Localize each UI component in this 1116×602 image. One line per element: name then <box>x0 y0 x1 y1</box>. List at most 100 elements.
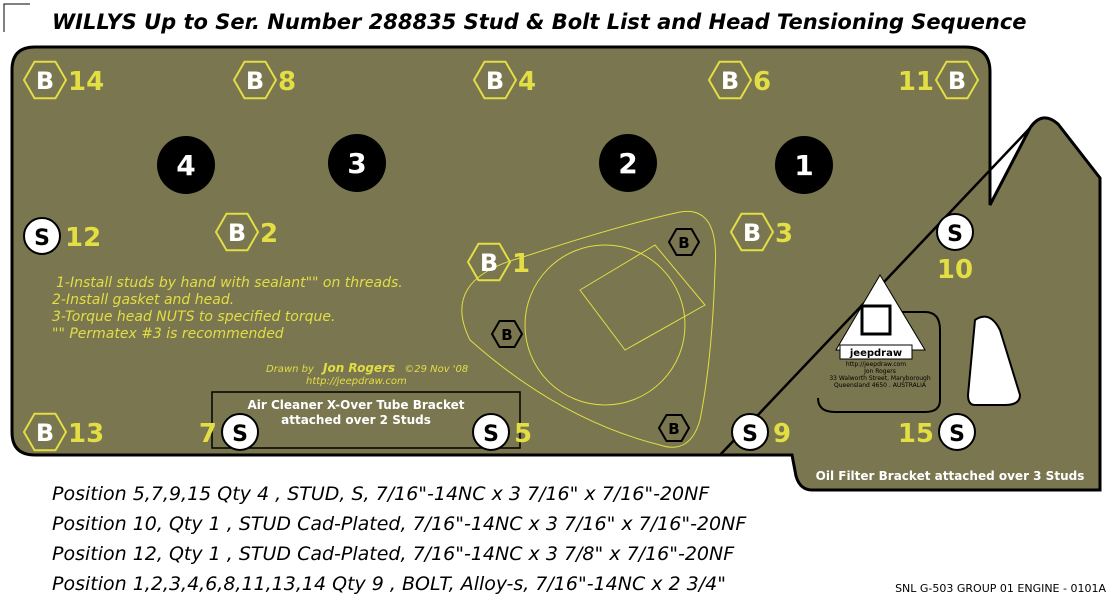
fastener-number: 9 <box>773 419 791 449</box>
credit-date: ©29 Nov '08 <box>404 364 468 375</box>
spec-line: Position 10, Qty 1 , STUD Cad-Plated, 7/… <box>52 513 747 535</box>
jeepdraw-logo: jeepdraw http://jeepdraw.com Jon Rogers … <box>829 274 931 389</box>
logo-line: Queensland 4650 . AUSTRALIA <box>834 382 927 389</box>
logo-name: jeepdraw <box>849 348 902 359</box>
fastener-number: 10 <box>937 255 973 285</box>
air-cleaner-label-1: Air Cleaner X-Over Tube Bracket <box>247 398 464 412</box>
sequence-number: 4 <box>176 149 195 182</box>
outlet-bolt: B <box>667 228 701 256</box>
sequence-number: 3 <box>347 147 366 180</box>
hex-bolt-icon <box>707 60 753 100</box>
oil-filter-bracket-label: Oil Filter Bracket attached over 3 Studs <box>816 469 1085 483</box>
water-outlet-outline <box>461 210 717 448</box>
bolt-letter: B <box>668 420 679 438</box>
stud-position-7: S7 <box>199 413 259 451</box>
instruction-2: 2-Install gasket and head. <box>52 292 234 308</box>
sequence-marker-icon <box>599 134 657 192</box>
logo-line: 33 Walworth Street, Maryborough <box>829 375 931 382</box>
stud-icon <box>472 413 510 451</box>
fastener-number: 2 <box>260 219 278 249</box>
stud-icon <box>23 217 61 255</box>
instruction-3: 3-Torque head NUTS to specified torque. <box>52 309 335 325</box>
air-cleaner-bracket-box <box>211 391 521 449</box>
hex-bolt-icon <box>466 242 512 282</box>
logo-line: http://jeepdraw.com <box>846 361 906 368</box>
hex-bolt-icon <box>729 212 775 252</box>
fastener-number: 8 <box>278 67 296 97</box>
page-title: WILLYS Up to Ser. Number 288835 Stud & B… <box>52 10 1027 34</box>
tension-sequence-1: 1 <box>775 136 833 194</box>
fastener-number: 4 <box>518 67 536 97</box>
footer-reference: SNL G-503 GROUP 01 ENGINE - 0101A <box>895 582 1106 595</box>
fastener-type: S <box>949 422 965 447</box>
fastener-number: 3 <box>775 219 793 249</box>
tension-sequence-4: 4 <box>157 136 215 194</box>
fastener-number: 13 <box>68 419 104 449</box>
bolt-letter: B <box>501 326 512 344</box>
sequence-marker-icon <box>157 136 215 194</box>
hex-bolt-icon <box>22 412 68 452</box>
tension-sequence-2: 2 <box>599 134 657 192</box>
credit-url: http://jeepdraw.com <box>306 376 407 387</box>
stud-icon <box>938 413 976 451</box>
tension-sequence-3: 3 <box>328 134 386 192</box>
stud-position-15: S 15 <box>898 413 976 451</box>
bracket-inner-outline <box>817 311 941 413</box>
hex-bolt-icon <box>214 212 260 252</box>
logo-line: Jon Rogers <box>863 368 896 375</box>
outlet-bolt: B <box>657 414 691 442</box>
fastener-type: B <box>948 67 966 95</box>
fastener-number: 11 <box>898 67 934 97</box>
fastener-type: B <box>743 219 761 247</box>
credit-line: Drawn by Jon Rogers ©29 Nov '08 <box>266 357 468 376</box>
fastener-type: B <box>721 67 739 95</box>
fastener-type: S <box>232 422 248 447</box>
spec-line: Position 1,2,3,4,6,8,11,13,14 Qty 9 , BO… <box>52 573 726 595</box>
fastener-type: B <box>228 219 246 247</box>
fastener-number: 15 <box>898 419 934 449</box>
hex-bolt-icon <box>657 414 691 442</box>
sequence-marker-icon <box>328 134 386 192</box>
instruction-footnote: "" Permatex #3 is recommended <box>52 326 284 342</box>
fastener-number: 14 <box>68 67 104 97</box>
hex-bolt-icon <box>232 60 278 100</box>
fastener-type: S <box>34 226 50 251</box>
hex-bolt-icon <box>22 60 68 100</box>
sequence-marker-icon <box>775 136 833 194</box>
fastener-type: S <box>483 422 499 447</box>
instruction-1: 1-Install studs by hand with sealant"" o… <box>56 275 403 291</box>
sequence-number: 2 <box>618 147 637 180</box>
fastener-number: 6 <box>753 67 771 97</box>
bolt-letter: B <box>678 234 689 252</box>
bolt-position-11: B 11 <box>898 60 980 100</box>
fastener-type: S <box>947 222 963 247</box>
hex-bolt-icon <box>934 60 980 100</box>
stud-icon <box>936 213 974 251</box>
fastener-number: 12 <box>65 223 101 253</box>
spec-line: Position 12, Qty 1 , STUD Cad-Plated, 7/… <box>52 543 735 565</box>
fastener-type: S <box>742 422 758 447</box>
spec-line: Position 5,7,9,15 Qty 4 , STUD, S, 7/16"… <box>52 483 710 505</box>
stud-icon <box>221 413 259 451</box>
fastener-type: B <box>36 419 54 447</box>
fastener-number: 7 <box>199 419 217 449</box>
hex-bolt-icon <box>667 228 701 256</box>
fastener-number: 5 <box>514 419 532 449</box>
credit-author: Jon Rogers <box>321 361 395 375</box>
stud-position-10: S 10 <box>936 213 974 285</box>
fastener-type: B <box>36 67 54 95</box>
credit-prefix: Drawn by <box>266 364 315 375</box>
fastener-type: B <box>480 249 498 277</box>
hex-bolt-icon <box>490 320 524 348</box>
stud-icon <box>731 413 769 451</box>
sequence-number: 1 <box>794 149 813 182</box>
fastener-number: 1 <box>512 249 530 279</box>
